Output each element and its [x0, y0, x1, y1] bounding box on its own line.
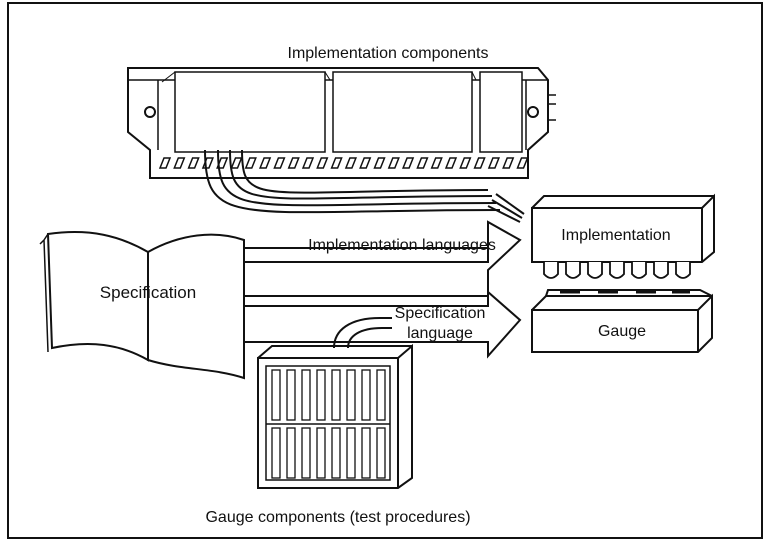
gauge-components-rack	[258, 346, 412, 488]
chip-pin	[544, 262, 558, 278]
chip-pin	[566, 262, 580, 278]
gauge-label: Gauge	[598, 323, 646, 340]
chip-pin	[676, 262, 690, 278]
chip-pin	[632, 262, 646, 278]
implementation-chip-pins	[544, 262, 690, 278]
chip-pin	[588, 262, 602, 278]
specification-language-label-line2: language	[407, 325, 473, 342]
implementation-components-label: Implementation components	[288, 45, 489, 62]
language-arrow	[242, 194, 524, 356]
implementation-label: Implementation	[561, 227, 670, 244]
board-module-1	[175, 72, 325, 152]
gauge-socket	[532, 290, 712, 352]
specification-label: Specification	[100, 283, 196, 302]
board-module-3	[480, 72, 522, 152]
implementation-languages-label: Implementation languages	[308, 237, 496, 254]
gauge-components-label: Gauge components (test procedures)	[205, 509, 470, 526]
chip-pin	[610, 262, 624, 278]
board-module-2	[333, 72, 472, 152]
specification-book	[40, 232, 244, 378]
specification-language-label-line1: Specification	[395, 305, 486, 322]
chip-pin	[654, 262, 668, 278]
